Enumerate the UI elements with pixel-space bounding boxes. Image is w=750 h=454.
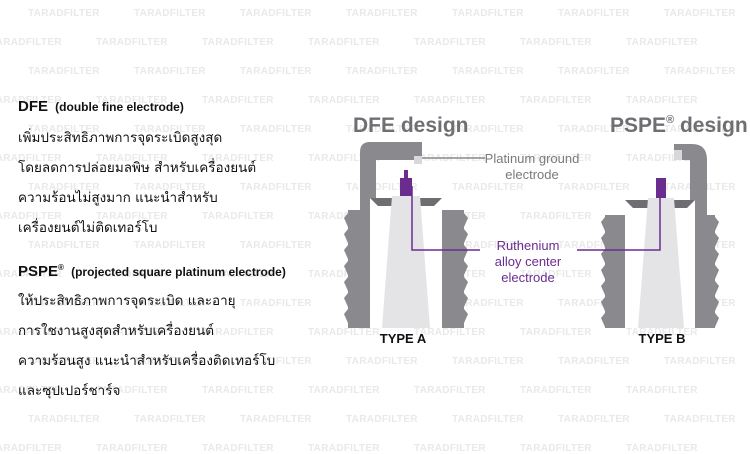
pspe-line-1: ให้ประสิทธิภาพการจุดระเบิด และอายุ — [18, 293, 236, 309]
pspe-title: PSPE — [18, 263, 59, 280]
center-label-line3: electrode — [501, 270, 554, 285]
center-label-line2: alloy center — [495, 254, 562, 269]
watermark-text: TARADFILTER — [240, 66, 312, 77]
watermark-text: TARADFILTER — [558, 414, 630, 425]
ground-label-line1: Platinum ground — [485, 151, 580, 166]
watermark-text: TARADFILTER — [414, 443, 486, 454]
watermark-text: TARADFILTER — [0, 443, 62, 454]
ground-electrode-a — [360, 142, 422, 210]
center-electrode-a — [400, 178, 412, 196]
pspe-subtitle: (projected square platinum electrode) — [71, 265, 286, 279]
watermark-text: TARADFILTER — [202, 443, 274, 454]
watermark-text: TARADFILTER — [558, 356, 630, 367]
watermark-text: TARADFILTER — [202, 37, 274, 48]
watermark-text: TARADFILTER — [96, 443, 168, 454]
pspe-design-title-reg: ® — [666, 114, 674, 126]
spark-plug-diagram: DFE design PSPE® design — [344, 114, 748, 346]
pspe-line-4: และซุปเปอร์ชาร์จ — [18, 383, 121, 399]
watermark-text: TARADFILTER — [520, 37, 592, 48]
thread-ridges-b — [601, 217, 719, 327]
dfe-heading: DFE (double fine electrode) — [18, 98, 256, 115]
watermark-text: TARADFILTER — [626, 37, 698, 48]
pspe-description: PSPE® (projected square platinum electro… — [18, 263, 286, 406]
watermark-text: TARADFILTER — [664, 66, 736, 77]
watermark-text: TARADFILTER — [308, 443, 380, 454]
type-b-label: TYPE B — [639, 331, 686, 346]
watermark-text: TARADFILTER — [452, 66, 524, 77]
watermark-text: TARADFILTER — [452, 356, 524, 367]
dfe-design-title: DFE design — [353, 114, 469, 137]
watermark-text: TARADFILTER — [626, 443, 698, 454]
center-label-line1: Ruthenium — [497, 238, 560, 253]
watermark-text: TARADFILTER — [346, 356, 418, 367]
watermark-text: TARADFILTER — [308, 37, 380, 48]
dfe-line-2: โดยลดการปล่อยมลพิษ สำหรับเครื่องยนต์ — [18, 160, 257, 176]
spark-plug-type-a — [344, 142, 468, 328]
type-a-label: TYPE A — [380, 331, 427, 346]
watermark-text: TARADFILTER — [96, 37, 168, 48]
ground-label-line2: electrode — [505, 167, 558, 182]
pspe-line-2: การใชงานสูงสุดสำหรับเครื่องยนต์ — [18, 323, 215, 339]
watermark-text: TARADFILTER — [520, 385, 592, 396]
center-callout-line-a — [411, 186, 480, 251]
watermark-text: TARADFILTER — [28, 8, 100, 19]
watermark-text: TARADFILTER — [134, 66, 206, 77]
pspe-line-3: ความร้อนสูง แนะนำสำหรับเครื่องติดเทอร์โบ — [18, 353, 276, 369]
watermark-text: TARADFILTER — [346, 66, 418, 77]
spark-plug-type-b — [601, 144, 719, 328]
watermark-text: TARADFILTER — [558, 8, 630, 19]
watermark-text: TARADFILTER — [0, 37, 62, 48]
center-electrode-tip-a — [404, 170, 408, 178]
dfe-line-4: เครื่องยนต์ไม่ติดเทอร์โบ — [18, 220, 158, 236]
watermark-text: TARADFILTER — [346, 414, 418, 425]
watermark-text: TARADFILTER — [134, 414, 206, 425]
watermark-text: TARADFILTER — [452, 8, 524, 19]
center-callout-line-b — [577, 198, 661, 251]
dfe-line-3: ความร้อนไม่สูงมาก แนะนำสำหรับ — [18, 190, 218, 206]
watermark-text: TARADFILTER — [346, 8, 418, 19]
ground-electrode-tip-b — [674, 150, 682, 160]
pspe-design-title: PSPE® design — [610, 114, 748, 137]
ground-electrode-tip-a — [414, 156, 422, 164]
watermark-text: TARADFILTER — [414, 37, 486, 48]
ground-electrode-b — [674, 144, 707, 220]
watermark-text: TARADFILTER — [414, 385, 486, 396]
watermark-text: TARADFILTER — [626, 385, 698, 396]
dfe-description: DFE (double fine electrode) เพิ่มประสิทธ… — [18, 98, 256, 243]
watermark-text: TARADFILTER — [28, 66, 100, 77]
watermark-text: TARADFILTER — [520, 443, 592, 454]
watermark-text: TARADFILTER — [28, 414, 100, 425]
watermark-text: TARADFILTER — [308, 385, 380, 396]
pspe-design-title-rest: design — [674, 114, 748, 137]
watermark-text: TARADFILTER — [240, 8, 312, 19]
watermark-text: TARADFILTER — [664, 356, 736, 367]
watermark-text: TARADFILTER — [134, 8, 206, 19]
dfe-line-1: เพิ่มประสิทธิภาพการจุดระเบิดสูงสุด — [18, 130, 223, 146]
pspe-heading: PSPE® (projected square platinum electro… — [18, 263, 286, 280]
thread-ridges-a — [344, 213, 468, 323]
watermark-text: TARADFILTER — [664, 8, 736, 19]
watermark-text: TARADFILTER — [240, 414, 312, 425]
watermark-text: TARADFILTER — [558, 66, 630, 77]
insulator-b — [638, 198, 684, 328]
center-electrode-b — [656, 178, 666, 198]
watermark-text: TARADFILTER — [452, 414, 524, 425]
watermark-text: TARADFILTER — [664, 414, 736, 425]
dfe-subtitle: (double fine electrode) — [55, 100, 184, 114]
pspe-reg-mark: ® — [58, 263, 64, 272]
dfe-title: DFE — [18, 98, 48, 115]
pspe-design-title-main: PSPE — [610, 114, 666, 137]
insulator-a — [382, 196, 430, 328]
